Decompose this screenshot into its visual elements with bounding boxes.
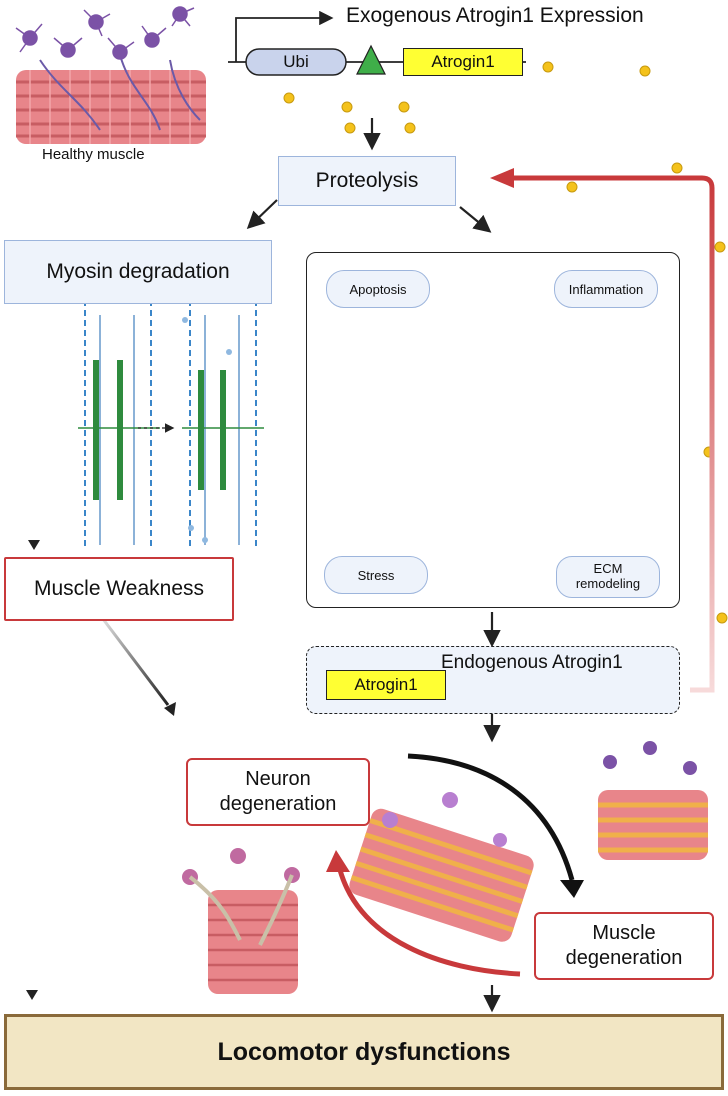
feedback-arrow: [490, 168, 715, 693]
neuron-degeneration-box: Neuron degeneration: [186, 758, 370, 826]
exogenous-atrogin1-gene: Atrogin1: [403, 48, 523, 76]
stress-label: Stress: [324, 556, 428, 594]
myosin-degradation-box: Myosin degradation: [4, 240, 272, 304]
endogenous-atrogin1-label: Endogenous Atrogin1: [441, 652, 623, 673]
muscle-degeneration-box: Muscle degeneration: [534, 912, 714, 980]
degenerating-muscle-illustration: [349, 792, 534, 942]
inflammation-label: Inflammation: [554, 270, 658, 308]
endogenous-atrogin1-gene: Atrogin1: [326, 670, 446, 700]
myosin-filament-intact: [78, 300, 160, 550]
degeneration-cycle-arrows: [326, 753, 584, 977]
muscle-deg-line2: degeneration: [565, 947, 683, 969]
muscle-weakness-box: Muscle Weakness: [4, 557, 234, 621]
apoptosis-label: Apoptosis: [326, 270, 430, 308]
atrophied-muscle-illustration: [598, 741, 708, 860]
green-triangle-element: [356, 44, 386, 75]
healthy-muscle-illustration: [15, 6, 206, 144]
ecm-remodeling-label: ECM remodeling: [556, 556, 660, 598]
neuron-line2: degeneration: [219, 793, 337, 815]
exogenous-expression-label: Exogenous Atrogin1 Expression: [346, 4, 644, 27]
ecm-line2: remodeling: [575, 576, 641, 591]
ecm-line1: ECM: [593, 561, 623, 577]
flow-arrows: [26, 118, 501, 1013]
neuron-muscle-illustration: [182, 848, 300, 994]
ubi-promoter: [245, 48, 347, 76]
myosin-filament-degraded: [182, 300, 264, 550]
cellular-effects-panel: [306, 252, 680, 608]
locomotor-dysfunctions-box: Locomotor dysfunctions: [4, 1014, 724, 1090]
proteolysis-box: Proteolysis: [278, 156, 456, 206]
neuron-cluster: [15, 6, 195, 60]
healthy-muscle-label: Healthy muscle: [42, 146, 145, 163]
ubi-label: Ubi: [283, 52, 309, 71]
muscle-deg-line1: Muscle: [592, 922, 656, 944]
neuron-line1: Neuron: [245, 768, 311, 790]
muscle-fiber-bundle: [16, 54, 206, 144]
